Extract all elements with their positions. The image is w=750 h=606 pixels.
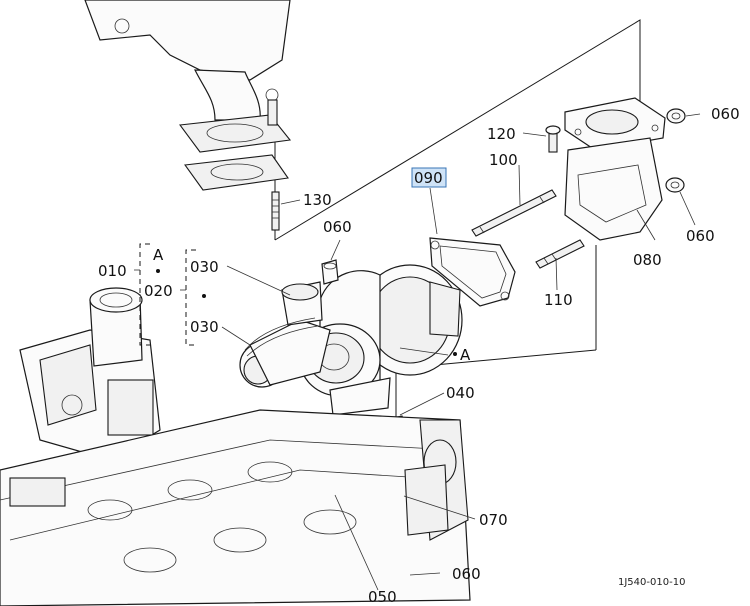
callout-labels: 060 060 120 100 090 110 080 130 060 A 01… [98,105,740,606]
ref-a-top[interactable]: A [153,246,164,264]
callout-060-right[interactable]: 060 [686,227,715,245]
leader-lines [221,113,701,591]
callout-060-turbo[interactable]: 060 [323,218,352,236]
callout-110[interactable]: 110 [544,291,573,309]
cylinder-head [0,409,471,606]
stud-110 [535,239,585,269]
callout-040[interactable]: 040 [446,384,475,402]
throttle-body [19,287,161,461]
callout-060-bottom[interactable]: 060 [452,565,481,583]
nut-060-right [665,177,685,193]
exhaust-elbow-080 [564,97,666,241]
callout-020[interactable]: 020 [144,282,173,300]
callout-090[interactable]: 090 [414,169,443,187]
bolt-120 [545,125,561,153]
stud-100 [471,189,557,237]
ref-a-turbo[interactable]: A [460,346,471,364]
callout-130[interactable]: 130 [303,191,332,209]
callout-100[interactable]: 100 [489,151,518,169]
exhaust-elbow [84,0,292,191]
callout-080[interactable]: 080 [633,251,662,269]
callout-010[interactable]: 010 [98,262,127,280]
nut-060-turbo [321,259,339,285]
assembly-brackets [134,243,457,356]
callout-060-top-right[interactable]: 060 [711,105,740,123]
callout-120[interactable]: 120 [487,125,516,143]
gasket-090 [429,237,516,307]
callout-070[interactable]: 070 [479,511,508,529]
turbocharger [239,264,463,416]
drawing-id: 1J540-010-10 [618,577,685,588]
highlight-box-090 [411,167,447,188]
stud-130 [271,191,280,231]
callout-030-upper[interactable]: 030 [190,258,219,276]
nut-060-top-right [666,108,686,124]
callout-050[interactable]: 050 [368,588,397,606]
callout-030-lower[interactable]: 030 [190,318,219,336]
